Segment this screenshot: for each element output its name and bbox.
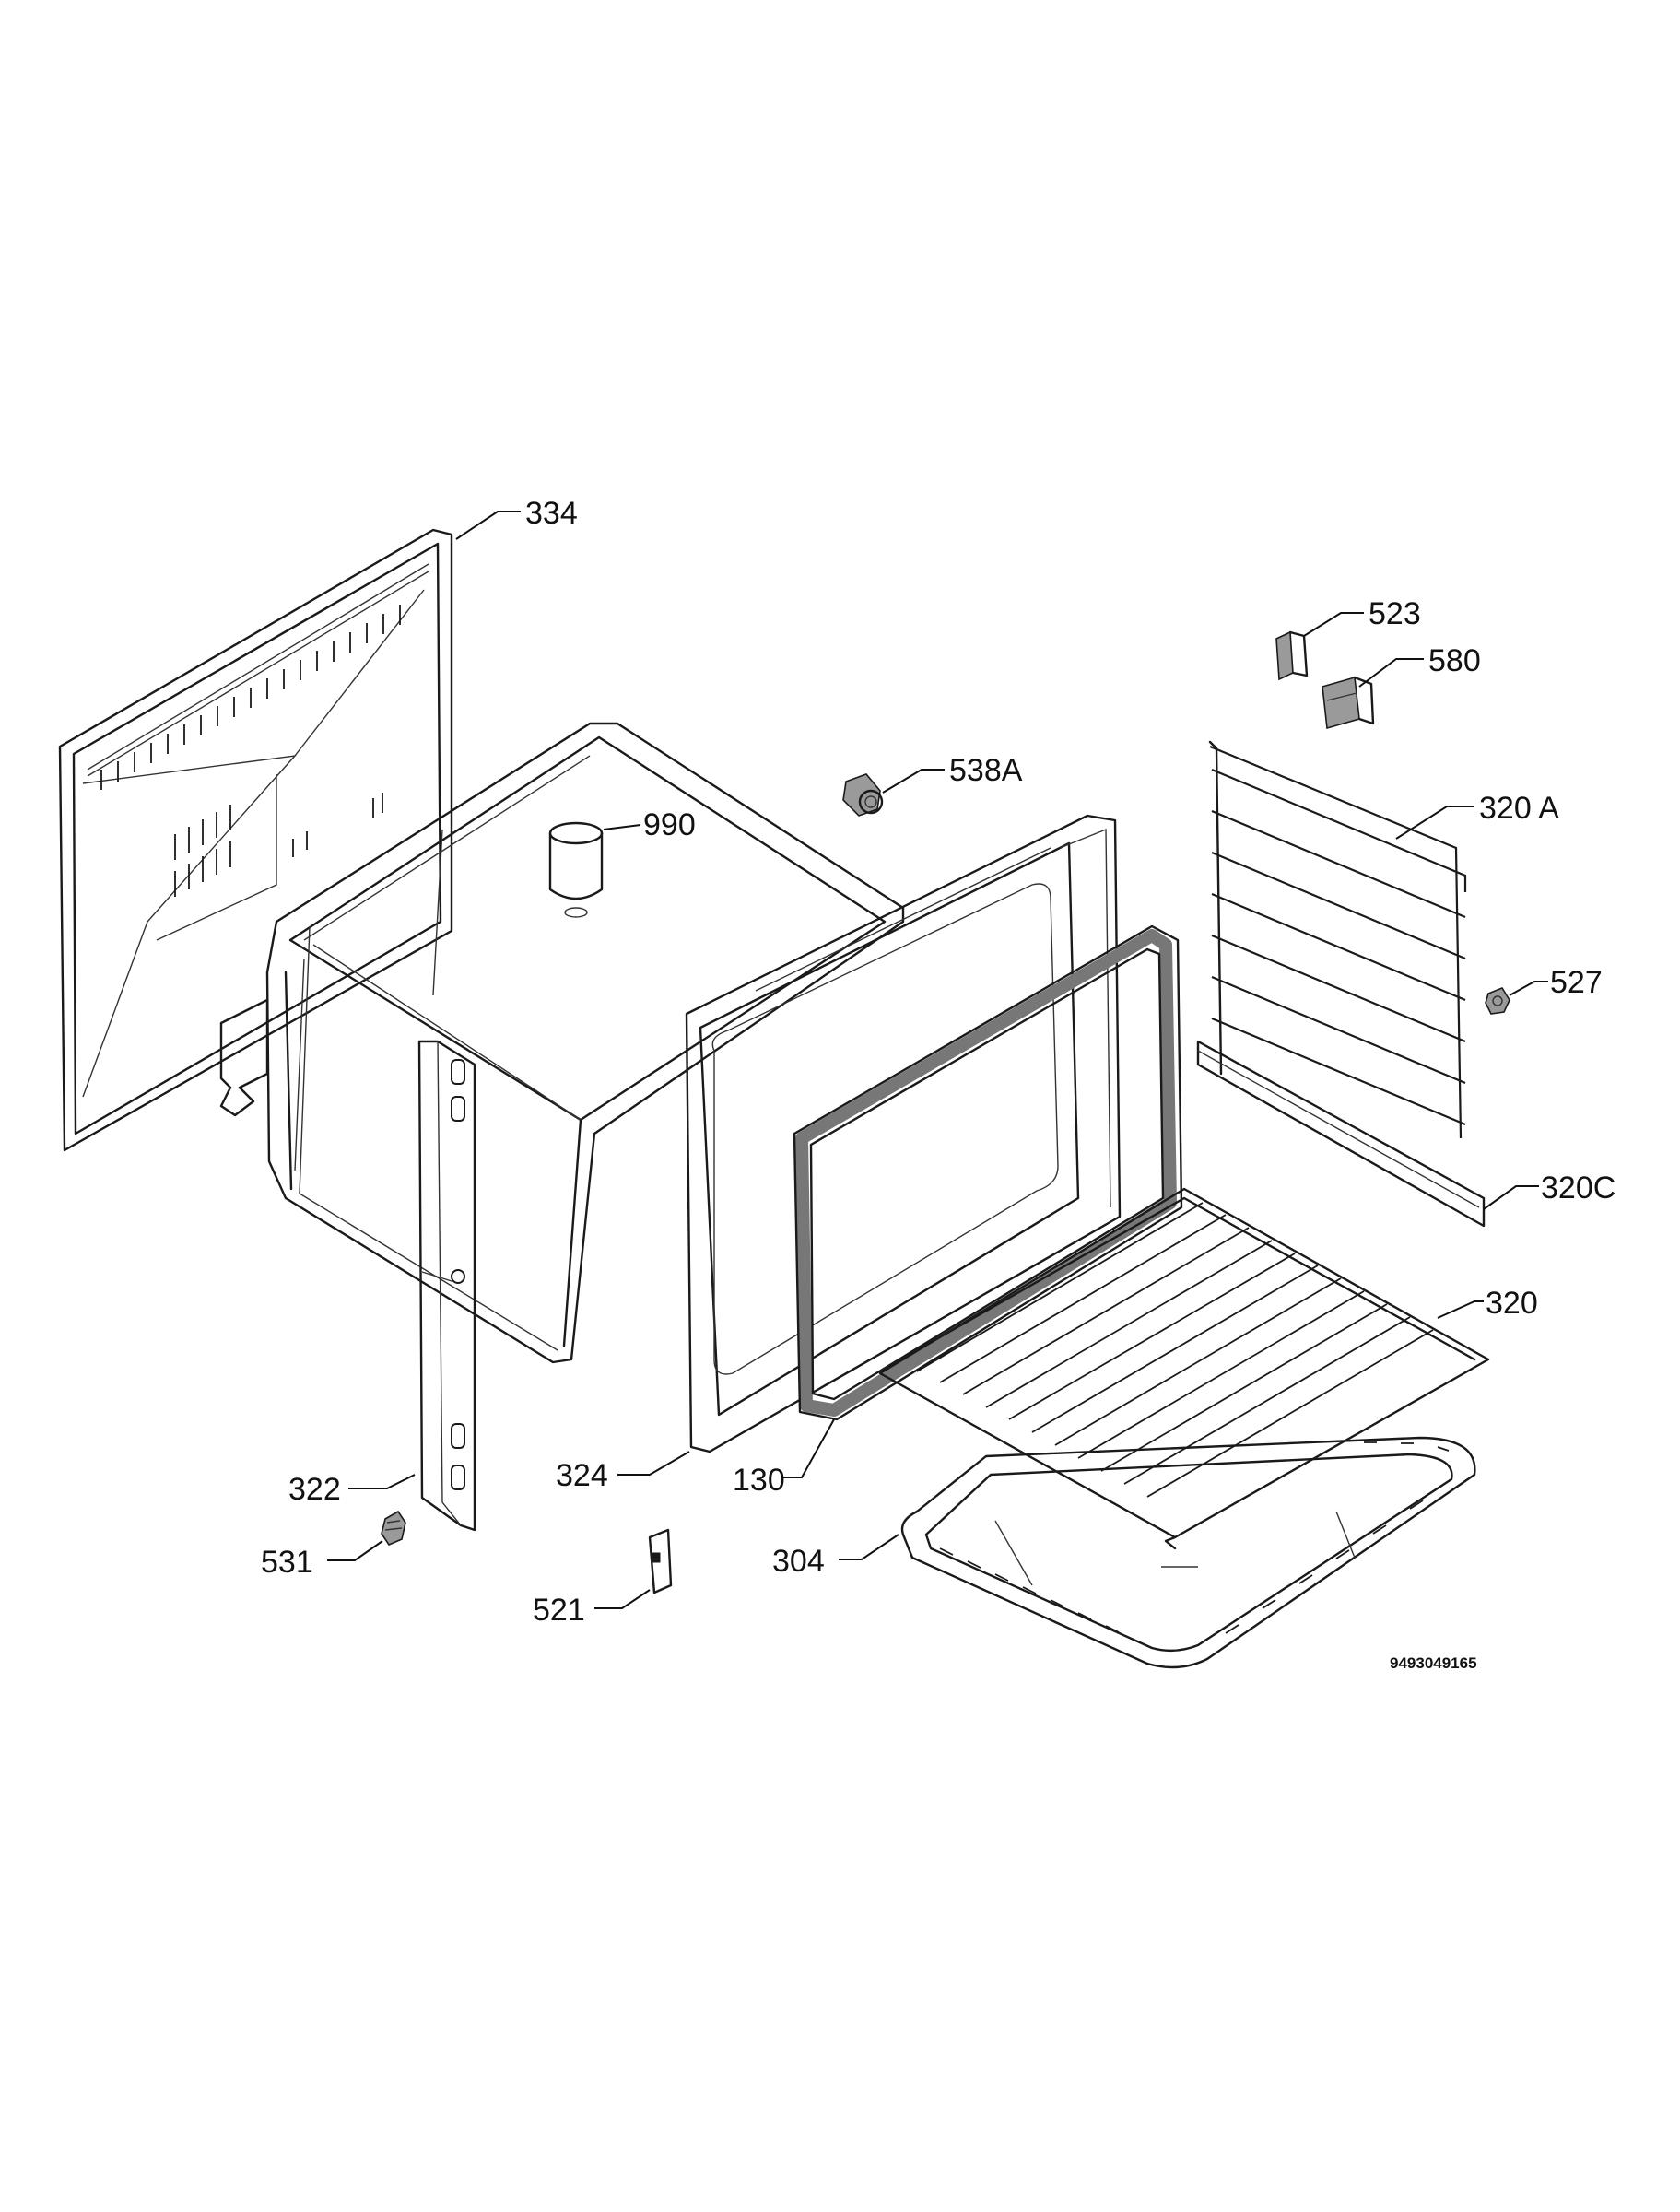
label-990: 990: [603, 807, 696, 842]
svg-text:320: 320: [1486, 1286, 1538, 1321]
label-538a: 538A: [882, 753, 1023, 794]
label-334: 334: [455, 496, 578, 540]
svg-text:990: 990: [643, 807, 696, 842]
nut-527: [1485, 987, 1510, 1015]
label-523: 523: [1303, 596, 1421, 637]
rear-panel-334: [58, 528, 453, 1152]
door-frame-324: [685, 814, 1122, 1453]
svg-text:334: 334: [525, 496, 578, 531]
label-304: 304: [772, 1534, 899, 1579]
svg-text:304: 304: [772, 1544, 825, 1579]
label-521: 521: [533, 1589, 651, 1628]
lamp-holder-538a: [842, 773, 884, 817]
svg-text:521: 521: [533, 1593, 585, 1628]
gasket-130: [793, 924, 1183, 1421]
rail-320c: [1196, 1040, 1486, 1228]
svg-text:324: 324: [556, 1458, 608, 1493]
svg-text:580: 580: [1428, 643, 1481, 678]
svg-text:527: 527: [1550, 965, 1603, 1000]
svg-text:320C: 320C: [1541, 1171, 1615, 1206]
clip-523: [1275, 630, 1309, 681]
label-531: 531: [261, 1540, 383, 1580]
label-580: 580: [1358, 643, 1481, 688]
svg-text:320 A: 320 A: [1479, 791, 1559, 826]
label-130: 130: [733, 1418, 835, 1498]
baking-tray-304: [900, 1436, 1476, 1669]
document-id: 9493049165: [1390, 1654, 1477, 1672]
svg-text:322: 322: [288, 1472, 341, 1507]
label-320: 320: [1437, 1286, 1538, 1321]
label-527: 527: [1509, 965, 1603, 1000]
part-521: [648, 1528, 673, 1594]
side-rail-322: [417, 1040, 476, 1532]
wire-shelf-320: [878, 1187, 1490, 1550]
label-324: 324: [556, 1451, 690, 1493]
svg-text:531: 531: [261, 1545, 313, 1580]
oven-cavity: [219, 722, 905, 1364]
label-320a: 320 A: [1395, 791, 1559, 840]
label-320c: 320C: [1483, 1171, 1615, 1210]
label-322: 322: [288, 1472, 416, 1507]
shelf-support-320a: [1208, 740, 1467, 1139]
svg-text:523: 523: [1369, 596, 1421, 631]
nut-531: [381, 1510, 406, 1546]
svg-text:130: 130: [733, 1463, 785, 1498]
switch-580: [1322, 676, 1375, 730]
svg-text:538A: 538A: [949, 753, 1023, 788]
